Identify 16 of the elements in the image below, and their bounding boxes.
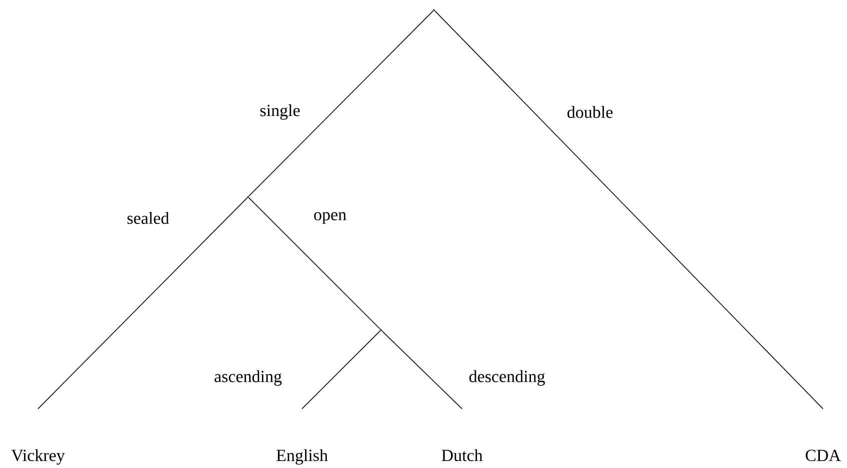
edge-label: single (258, 103, 302, 121)
edge-label: sealed (126, 211, 170, 225)
leaf-label: English (276, 449, 328, 465)
edge-label: ascending (213, 369, 283, 387)
branch-line (248, 197, 381, 330)
edge-label: descending (468, 369, 546, 387)
branch-line (381, 330, 462, 410)
branch-line (302, 330, 381, 410)
leaf-label: Dutch (442, 449, 483, 462)
leaf-label: CDA (806, 450, 841, 462)
branch-line (38, 197, 248, 410)
branch-line (248, 10, 434, 197)
branch-line (434, 10, 824, 410)
leaf-label: Vickrey (11, 449, 65, 465)
edge-label: open (312, 211, 348, 225)
edge-label: double (566, 105, 614, 119)
